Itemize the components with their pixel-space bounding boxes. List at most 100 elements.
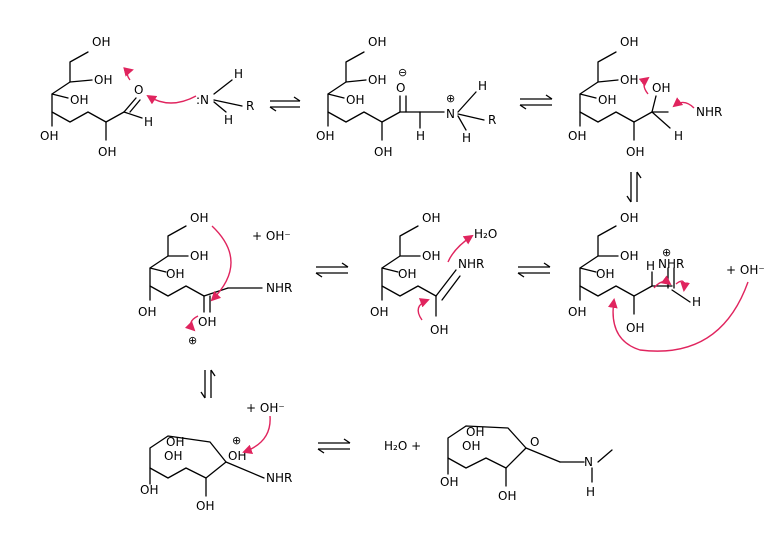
positive-charge: ⊕ (446, 92, 455, 105)
amine-h-label: H (586, 485, 595, 499)
curly-arrow (123, 67, 134, 81)
positive-charge: ⊕ (662, 246, 671, 259)
oh-label: OH (92, 35, 110, 49)
hydroxide-label: + OH⁻ (252, 229, 291, 243)
oh-label: OH (374, 145, 392, 159)
positive-charge: ⊕ (188, 334, 197, 347)
oh-label: OH (346, 93, 364, 107)
h-label: H (478, 79, 487, 93)
water-plus-label: H₂O + (384, 439, 421, 453)
equilibrium-arrow (626, 171, 642, 203)
structure-7-protonated-ring: + OH⁻ OH OH ⊕ OH OH OH NHR (140, 401, 292, 513)
oh-label: OH (620, 73, 638, 87)
oh-label: OH (370, 305, 388, 319)
nhr-label: NHR (458, 257, 484, 271)
oh-label: OH (466, 425, 484, 439)
aldehyde-h-label: H (144, 115, 153, 129)
equilibrium-arrow (269, 96, 301, 112)
oh-label: OH (620, 211, 638, 225)
oh-label: OH (196, 499, 214, 513)
oh-label: OH (422, 249, 440, 263)
oh-label: OH (598, 93, 616, 107)
curly-arrow (184, 315, 199, 332)
oh-label: OH (190, 249, 208, 263)
oh-label: OH (498, 489, 516, 503)
ring-o-label: O (530, 435, 539, 449)
oh-label: OH (140, 483, 158, 497)
oh-label: OH (398, 267, 416, 281)
oh-label: OH (626, 321, 644, 335)
equilibrium-arrow (517, 262, 551, 278)
structure-2-zwitterion: OH OH OH OH OH ⊖ O H ⊕ N H R H (316, 35, 496, 159)
oh-label: OH (596, 267, 614, 281)
oh-label: OH (164, 449, 182, 463)
oh-label: OH (620, 249, 638, 263)
oh-label: OH (98, 145, 116, 159)
oh-label: OH (652, 81, 670, 95)
structure-1-aldose-and-amine: OH OH OH OH OH O H :N H R H (40, 35, 254, 159)
oh-label: OH (94, 73, 112, 87)
amine-n-label: :N (196, 93, 209, 107)
curly-arrow (675, 280, 690, 292)
structure-5-enamine: OH OH OH OH OH NHR H₂O (370, 211, 497, 337)
curly-arrow (672, 97, 695, 109)
h-label: H (416, 129, 425, 143)
curly-arrow (417, 298, 430, 321)
oh-label: OH (440, 475, 458, 489)
h-label: H (462, 131, 471, 145)
negative-charge: ⊖ (398, 66, 407, 79)
oh-label: OH (422, 211, 440, 225)
structure-6-iminium: OH OH OH OH OH H ⊕ NHR H + OH⁻ (568, 211, 765, 352)
oh-label: OH (166, 435, 184, 449)
oh-label: OH (368, 73, 386, 87)
ammonium-n-label: N (446, 107, 455, 121)
curly-arrow (210, 225, 232, 302)
curly-arrow (146, 94, 197, 105)
oh-label: OH (568, 305, 586, 319)
h-label: H (692, 295, 701, 309)
hydroxide-label: + OH⁻ (246, 401, 285, 415)
equilibrium-arrow (519, 94, 553, 110)
oh-label: OH (138, 305, 156, 319)
curly-arrow (447, 234, 474, 263)
curly-arrow (653, 275, 672, 289)
nhr-label: NHR (658, 257, 684, 271)
oh-label: OH (462, 439, 480, 453)
nhr-label: NHR (696, 105, 722, 119)
amine-n-label: N (584, 455, 593, 469)
oh-label: OH (40, 129, 58, 143)
positive-charge: ⊕ (232, 434, 241, 447)
equilibrium-arrow (315, 262, 349, 278)
oh-label: OH (368, 35, 386, 49)
oh-label: OH (568, 129, 586, 143)
equilibrium-arrow (200, 369, 216, 399)
alkoxide-o-label: O (396, 81, 405, 95)
oh-label: OH (316, 129, 334, 143)
oh-label: OH (228, 449, 246, 463)
curly-arrow (607, 281, 749, 352)
oh-label: OH (190, 211, 208, 225)
amine-h-label: H (234, 67, 243, 81)
h-label: H (674, 129, 683, 143)
carbonyl-o-label: O (134, 83, 143, 97)
structure-3-carbinolamine: OH OH OH OH OH OH NHR H (568, 35, 722, 159)
structure-4-protonated-ketone: OH OH OH OH OH ⊕ NHR + OH⁻ (138, 211, 292, 347)
nhr-label: NHR (266, 471, 292, 485)
oh-label: OH (166, 267, 184, 281)
hydroxide-label: + OH⁻ (726, 263, 765, 277)
h-label: H (646, 259, 655, 273)
equilibrium-arrow (317, 438, 351, 454)
oh-label: OH (430, 323, 448, 337)
curly-arrow (638, 76, 650, 95)
nhr-label: NHR (266, 281, 292, 295)
water-label: H₂O (474, 227, 497, 241)
oh-label: OH (198, 315, 216, 329)
r-label: R (488, 113, 496, 127)
oh-label: OH (70, 93, 88, 107)
amine-h-label: H (224, 113, 233, 127)
amine-r-label: R (246, 99, 254, 113)
curly-arrow (242, 415, 271, 454)
oh-label: OH (626, 145, 644, 159)
oh-label: OH (620, 35, 638, 49)
